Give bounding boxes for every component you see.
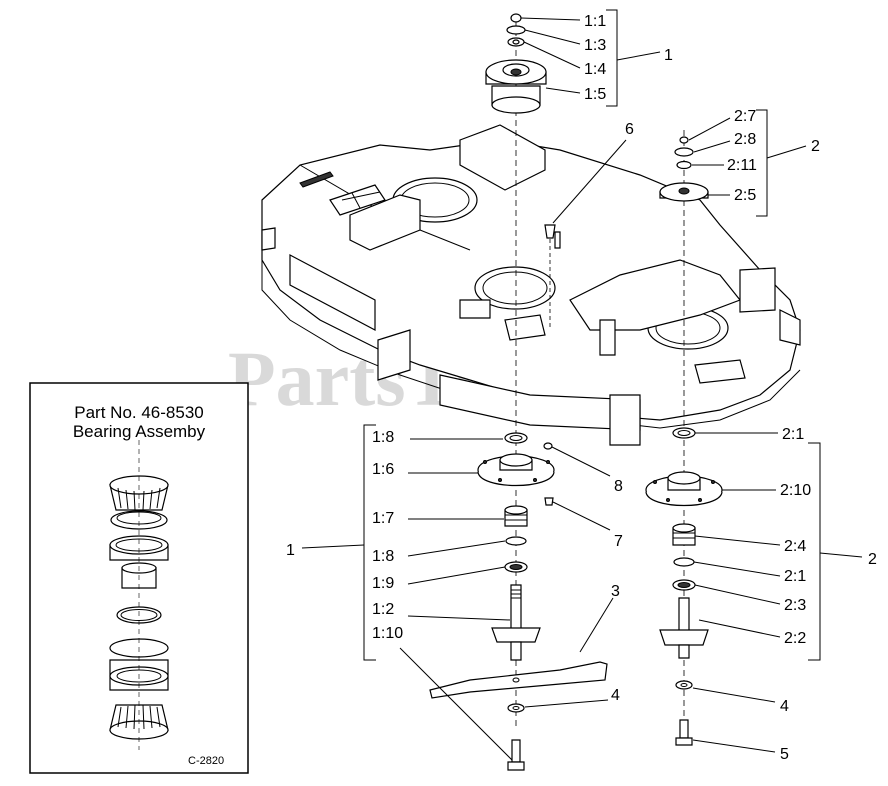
- label-right-spindle-1: 2:1: [782, 426, 804, 443]
- label-right-spindle-4: 2:1: [784, 568, 806, 585]
- callout-3: 3: [611, 583, 620, 600]
- left-bottom-hardware: 4: [399, 647, 620, 771]
- callout-5: 5: [780, 746, 789, 763]
- label-right-spindle-6: 2:2: [784, 630, 806, 647]
- top-right-pulley-group: 2:7 2:8 2:11 2:5 2: [659, 108, 820, 217]
- label-left-spindle-1: 1:8: [372, 429, 394, 446]
- label-left-spindle-7: 1:10: [372, 625, 403, 642]
- mower-blade: 3: [429, 583, 620, 699]
- label-right-spindle-5: 2:3: [784, 597, 806, 614]
- label-left-spindle-2: 1:6: [372, 461, 394, 478]
- deck-callout: 6: [544, 121, 634, 239]
- label-top-right-3: 2:11: [727, 157, 757, 174]
- top-left-pulley-group: 1:1 1:3 1:4 1:5 1: [485, 9, 673, 114]
- label-right-spindle-3: 2:4: [784, 538, 806, 555]
- mower-deck: [261, 124, 801, 446]
- group-callout-top-right: 2: [811, 138, 820, 155]
- inset-title-line1: Part No. 46-8530: [74, 403, 203, 422]
- group-callout-left-spindle: 1: [286, 542, 295, 559]
- right-spindle-assembly: 2:1 2:10 2:4 2:1 2:3 2:2 2: [645, 426, 877, 661]
- left-spindle-assembly: 1:8 1:6 1:7 1:8 1:9 1:2 1:10 1 8 7: [286, 424, 623, 661]
- label-top-left-4: 1:5: [584, 86, 606, 103]
- label-left-spindle-5: 1:9: [372, 575, 394, 592]
- inset-code: C-2820: [188, 755, 224, 767]
- label-left-spindle-6: 1:2: [372, 601, 394, 618]
- inset-title-line2: Bearing Assemby: [73, 422, 206, 441]
- callout-6: 6: [625, 121, 634, 138]
- group-callout-right-spindle: 2: [868, 551, 877, 568]
- callout-4-right: 4: [780, 698, 789, 715]
- label-right-spindle-2: 2:10: [780, 482, 811, 499]
- label-top-left-1: 1:1: [584, 13, 606, 30]
- label-top-right-2: 2:8: [734, 131, 756, 148]
- right-bottom-hardware: 4 5: [675, 680, 789, 763]
- bearing-assembly-inset: Part No. 46-8530 Bearing Assemby C-2820: [29, 382, 249, 774]
- callout-8: 8: [614, 478, 623, 495]
- label-top-left-2: 1:3: [584, 37, 606, 54]
- callout-4-left: 4: [611, 687, 620, 704]
- label-top-right-1: 2:7: [734, 108, 756, 125]
- label-left-spindle-3: 1:7: [372, 510, 394, 527]
- label-left-spindle-4: 1:8: [372, 548, 394, 565]
- group-callout-top-left: 1: [664, 47, 673, 64]
- callout-7: 7: [614, 533, 623, 550]
- label-top-right-4: 2:5: [734, 187, 756, 204]
- label-top-left-3: 1:4: [584, 61, 606, 78]
